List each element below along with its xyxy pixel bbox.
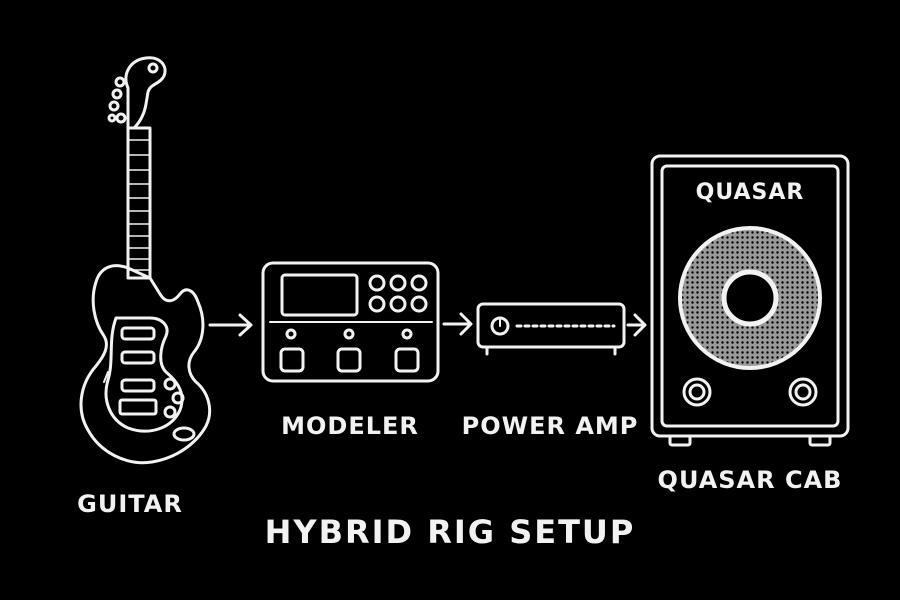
diagram-title: HYBRID RIG SETUP bbox=[264, 513, 636, 551]
guitar-label: GUITAR bbox=[77, 490, 183, 518]
power-amp-label: POWER AMP bbox=[461, 412, 639, 440]
speaker-cabinet-icon bbox=[650, 154, 850, 447]
power-amp-icon bbox=[476, 302, 626, 356]
arrow-guitar-to-modeler bbox=[208, 313, 253, 337]
cab-label: QUASAR CAB bbox=[657, 466, 843, 494]
arrow-poweramp-to-cab bbox=[626, 313, 647, 337]
modeler-label: MODELER bbox=[281, 412, 419, 440]
cabinet-brand-label: QUASAR bbox=[695, 180, 805, 205]
modeler-pedal-icon bbox=[261, 261, 440, 383]
arrow-modeler-to-poweramp bbox=[442, 312, 473, 336]
electric-guitar-icon bbox=[79, 56, 212, 465]
